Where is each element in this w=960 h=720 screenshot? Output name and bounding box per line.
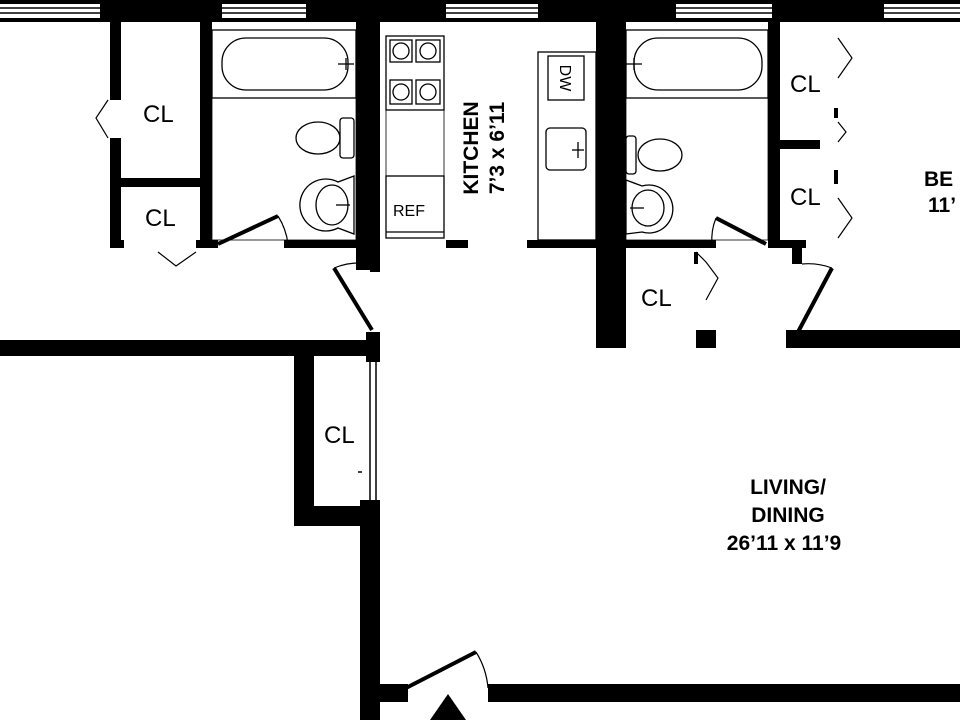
closet-label: CL — [143, 101, 174, 128]
closet-door-lower-right — [694, 251, 719, 301]
window — [676, 4, 772, 18]
bath-floor-area — [625, 97, 769, 241]
sink-icon — [299, 175, 355, 235]
stove-icon — [385, 35, 445, 111]
kitchen-dimensions: 7’3 x 6’11 — [486, 102, 509, 195]
sliding-closet-door — [358, 362, 377, 500]
kitchen-name: KITCHEN — [460, 101, 483, 194]
bath-door-left — [217, 214, 289, 246]
kitchen-sink-icon — [545, 127, 587, 171]
window — [222, 4, 306, 18]
living-name-line2: DINING — [751, 504, 825, 527]
counter-right — [537, 51, 597, 241]
toilet-icon — [625, 135, 683, 175]
refrigerator-icon — [385, 175, 445, 239]
kitchen-label: KITCHEN 7’3 x 6’11 — [460, 101, 509, 194]
bedroom-label: BE 11’ — [924, 168, 956, 217]
dishwasher-label: DW — [556, 65, 573, 93]
entry-door — [405, 650, 489, 690]
closet-label: CL — [790, 71, 821, 98]
refrigerator-label: REF — [393, 203, 425, 220]
closet-label: CL — [641, 285, 672, 312]
dishwasher-icon — [547, 55, 585, 101]
walls — [0, 22, 960, 720]
kitchen-fixtures — [385, 35, 597, 241]
living-dimensions: 26’11 x 11’9 — [727, 532, 841, 555]
entry-arrow-icon — [430, 694, 466, 720]
living-name-line1: LIVING/ — [750, 476, 826, 499]
bedroom-door — [796, 263, 834, 333]
counter — [385, 109, 445, 177]
closet-label: CL — [790, 184, 821, 211]
closet-door-small-left — [157, 251, 197, 267]
closet-label: CL — [324, 422, 355, 449]
left-bathroom — [211, 29, 357, 241]
closet-doors-right — [837, 37, 853, 239]
window — [446, 4, 538, 18]
living-label: LIVING/ DINING 26’11 x 11’9 — [727, 476, 841, 555]
right-bathroom — [625, 29, 769, 241]
toilet-icon — [295, 117, 355, 159]
closet-door-left — [95, 99, 109, 139]
bathtub-icon — [211, 29, 357, 99]
bathtub-icon — [625, 29, 769, 99]
window — [884, 4, 960, 18]
top-exterior-wall — [0, 0, 960, 22]
bedroom-name: BE — [924, 168, 953, 191]
bedroom-dimensions: 11’ — [928, 194, 956, 217]
closet-label: CL — [145, 205, 176, 232]
bath-floor-area — [211, 97, 357, 241]
window — [0, 4, 100, 18]
hall-door — [332, 262, 374, 332]
sink-icon — [625, 179, 674, 235]
